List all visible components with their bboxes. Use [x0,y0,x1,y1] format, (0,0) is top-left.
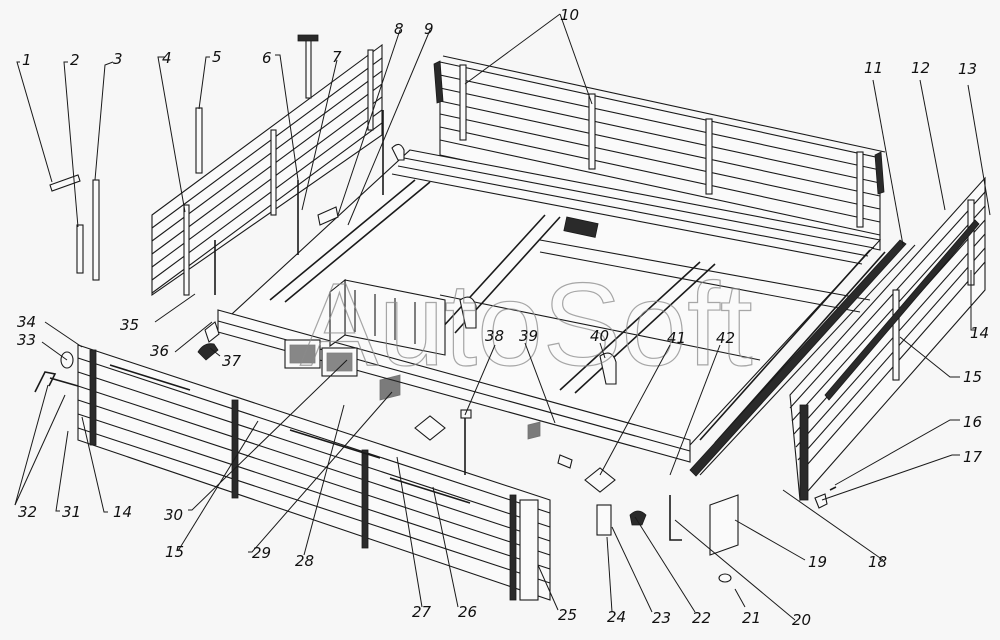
callout-16: 16 [963,413,982,431]
tailgate [77,344,551,601]
callout-18: 18 [868,553,887,571]
callout-38: 38 [485,327,504,345]
rear-lamps [284,339,358,377]
callout-2: 2 [70,51,80,69]
callout-6: 6 [262,49,272,67]
callout-34: 34 [17,313,36,331]
callout-29: 29 [252,544,271,562]
loose-parts-bottom [414,409,837,583]
callout-21: 21 [742,609,761,627]
left-side-board [151,43,383,297]
callout-13: 13 [958,60,977,78]
callout-32: 32 [18,503,37,521]
callout-27: 27 [412,603,432,621]
callout-22: 22 [692,609,711,627]
callout-17: 17 [963,448,983,466]
callout-42: 42 [716,329,735,347]
callout-31: 31 [62,503,81,521]
callout-40: 40 [590,327,609,345]
callout-25: 25 [558,606,577,624]
callout-28: 28 [295,552,314,570]
side-rail [689,239,916,477]
leader-lines [14,13,991,621]
callout-5: 5 [212,48,222,66]
front-board [433,55,886,251]
callout-14-right: 14 [970,324,989,342]
right-side-board [789,176,986,502]
callout-7: 7 [332,48,342,66]
callout-15-left: 15 [165,543,184,561]
callout-3: 3 [113,50,123,68]
loose-parts-left [49,34,405,295]
callout-24: 24 [607,608,626,626]
front-board-stiffeners [459,64,864,228]
callout-15-right: 15 [963,368,982,386]
callout-19: 19 [808,553,827,571]
tool-box [329,278,446,356]
callout-23: 23 [652,609,671,627]
callout-41: 41 [667,329,686,347]
callout-30: 30 [164,506,183,524]
callout-33: 33 [17,331,36,349]
watermark: AutoSoft [300,259,753,391]
callout-26: 26 [458,603,477,621]
tailgate-hooks [34,351,79,393]
callout-4: 4 [162,49,172,67]
callout-20: 20 [792,611,811,629]
callout-14-left: 14 [113,503,132,521]
callout-37: 37 [222,352,242,370]
callout-12: 12 [911,59,930,77]
callout-9: 9 [424,20,434,38]
callouts: 1 2 3 4 5 6 7 8 9 10 11 12 13 14 15 16 1… [17,6,989,629]
callout-36: 36 [150,342,169,360]
callout-10: 10 [560,6,579,24]
brackets [197,296,617,440]
callout-35: 35 [120,316,139,334]
callout-8: 8 [394,20,404,38]
callout-39: 39 [519,327,538,345]
callout-11: 11 [864,59,883,77]
callout-1: 1 [22,51,32,69]
